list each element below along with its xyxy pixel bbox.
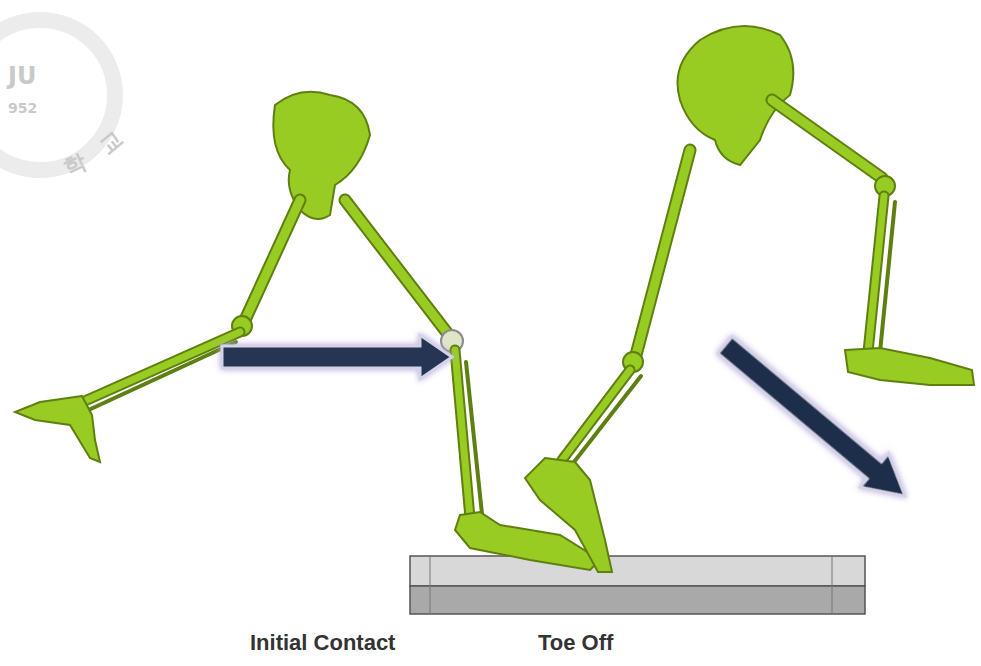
foot <box>845 348 974 385</box>
phase-label: Initial Contact <box>250 630 395 656</box>
fibula <box>82 342 236 413</box>
plate-seam <box>832 556 833 614</box>
femur <box>345 200 448 334</box>
fibula <box>574 376 641 462</box>
plate-seam <box>430 556 431 614</box>
femur <box>345 200 448 334</box>
watermark: JU <box>8 62 36 90</box>
foot <box>15 396 100 462</box>
fibula <box>880 202 895 352</box>
tibia <box>78 332 240 404</box>
tibia <box>562 370 630 460</box>
motion-arrow <box>222 335 452 379</box>
watermark: 952 <box>8 100 37 116</box>
fibula <box>466 362 482 514</box>
pelvis <box>273 92 370 219</box>
foot <box>525 458 612 572</box>
motion-arrow <box>711 328 919 513</box>
femur <box>245 200 300 320</box>
watermark-ring <box>0 20 115 170</box>
femur <box>636 150 690 355</box>
femur <box>245 200 300 320</box>
phase-label: Toe Off <box>538 630 613 656</box>
femur <box>636 150 690 355</box>
plate-front <box>410 586 865 614</box>
femur <box>772 100 882 178</box>
femur <box>772 100 882 178</box>
tibia <box>562 370 630 460</box>
plate-top <box>410 556 865 586</box>
tibia <box>78 332 240 404</box>
